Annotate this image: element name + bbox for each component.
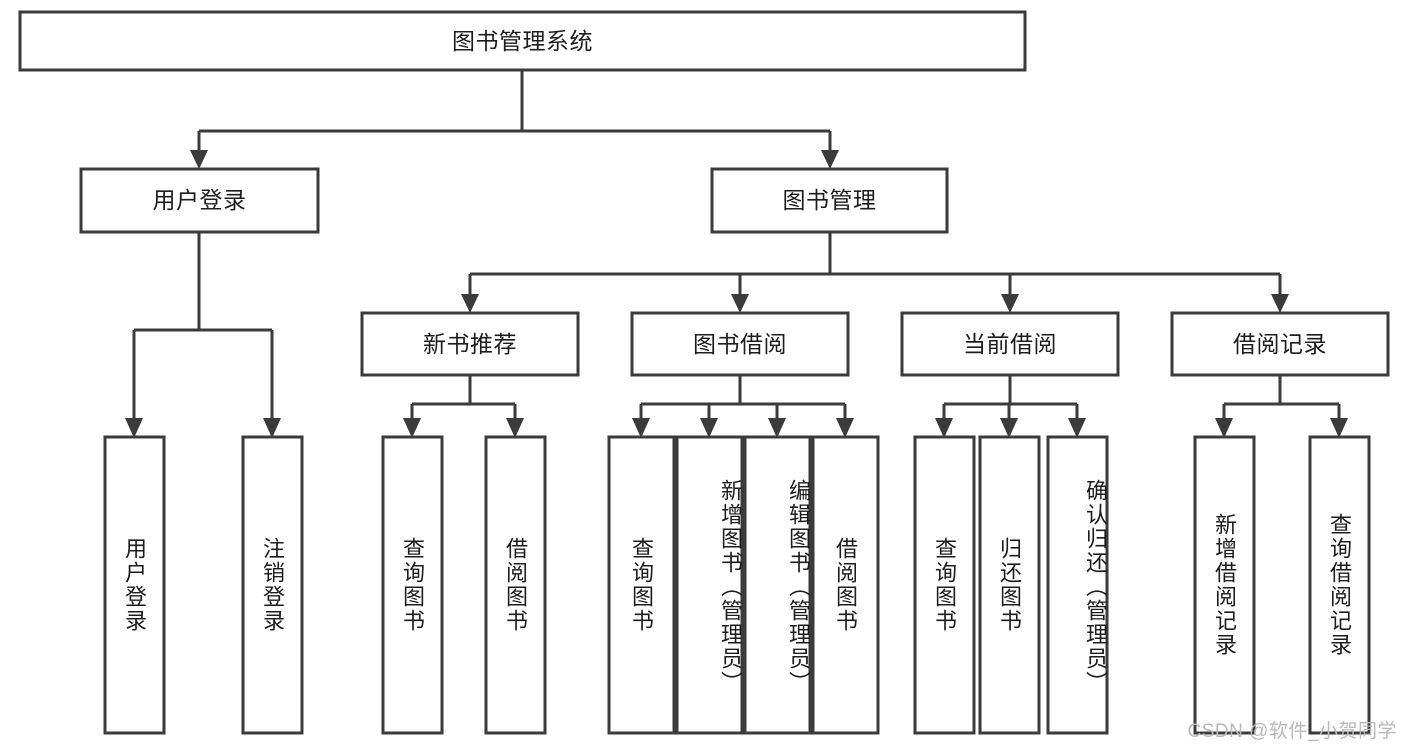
- leaf-rect-6[interactable]: [743, 435, 812, 735]
- leaf-rect-8[interactable]: [913, 435, 976, 735]
- node-login-rect[interactable]: [79, 167, 320, 234]
- leaf-rect-9[interactable]: [978, 435, 1041, 735]
- leaf-rect-4[interactable]: [607, 435, 676, 735]
- edge-borrow-to-leaves: [632, 375, 854, 438]
- leaf-rect-2[interactable]: [381, 435, 444, 735]
- edge-root-to-level2: [190, 70, 839, 169]
- edge-bookmgmt-to-level3: [461, 232, 1289, 313]
- leaf-rect-1[interactable]: [241, 435, 304, 735]
- node-root-rect[interactable]: [18, 10, 1027, 72]
- edge-records-to-leaves: [1215, 375, 1348, 438]
- leaf-rect-3[interactable]: [484, 435, 547, 735]
- leaf-rect-10[interactable]: [1046, 435, 1109, 735]
- node-current-rect[interactable]: [900, 311, 1120, 377]
- edge-current-to-leaves: [935, 375, 1086, 438]
- leaf-rect-11[interactable]: [1193, 435, 1256, 735]
- node-records-rect[interactable]: [1170, 311, 1390, 377]
- leaf-rect-5[interactable]: [675, 435, 744, 735]
- csdn-watermark: CSDN @软件_小贺同学: [1187, 721, 1397, 742]
- node-newbook-rect[interactable]: [360, 311, 580, 377]
- edge-login-to-leaves: [125, 232, 281, 438]
- leaf-rect-0[interactable]: [103, 435, 166, 735]
- leaf-rect-12[interactable]: [1308, 435, 1371, 735]
- node-bookmgmt-rect[interactable]: [710, 167, 949, 234]
- edge-newbook-to-leaves: [403, 375, 524, 438]
- node-borrow-rect[interactable]: [630, 311, 850, 377]
- leaf-rect-7[interactable]: [811, 435, 880, 735]
